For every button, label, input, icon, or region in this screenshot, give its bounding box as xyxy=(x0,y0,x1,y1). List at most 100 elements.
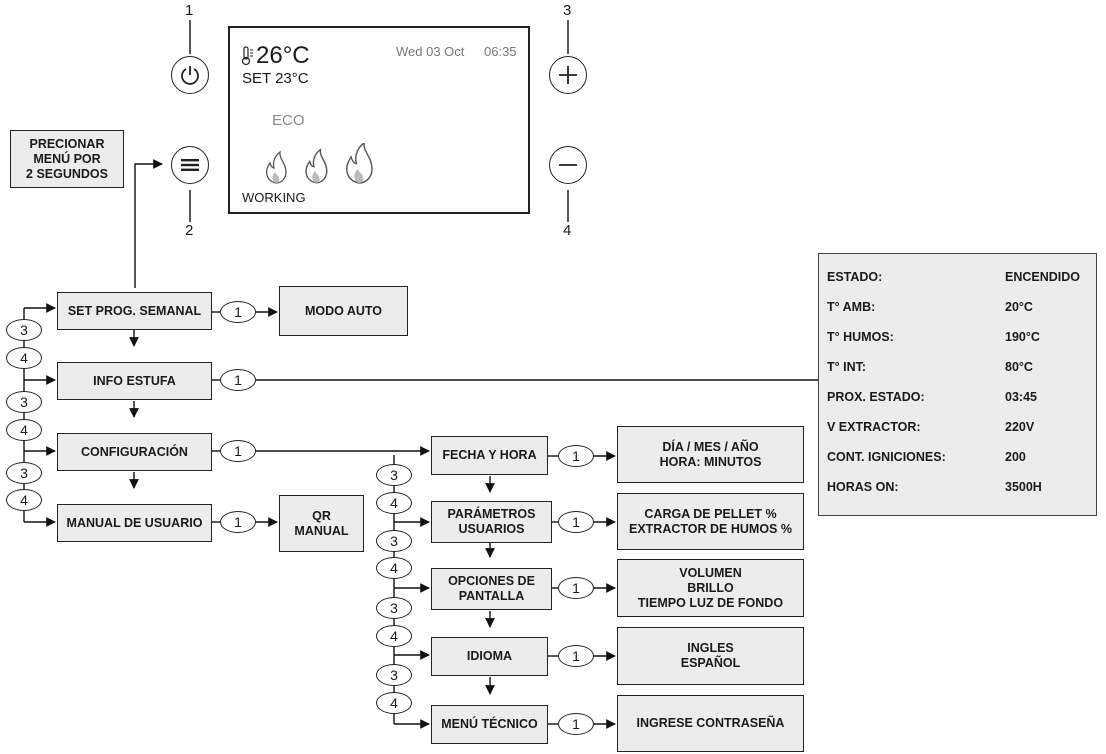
step-up-oval: 3 xyxy=(6,462,42,484)
callout-power: 1 xyxy=(185,2,194,19)
menu-label: PANTALLA xyxy=(458,589,525,603)
power-icon xyxy=(181,66,199,85)
note-line: 2 SEGUNDOS xyxy=(26,166,108,181)
flame-level xyxy=(265,143,373,184)
info-value: 190°C xyxy=(1005,330,1040,344)
step-down-oval: 4 xyxy=(376,492,412,514)
menu-label: PARÁMETROS xyxy=(447,507,536,521)
menu-label: SET PROG. SEMANAL xyxy=(67,303,202,318)
info-key: PROX. ESTADO: xyxy=(827,390,925,404)
detail-line: TIEMPO LUZ DE FONDO xyxy=(637,595,784,610)
menu-info-estufa[interactable]: INFO ESTUFA xyxy=(57,362,212,400)
step-enter-oval: 1 xyxy=(220,440,256,462)
step-up-oval: 3 xyxy=(376,597,412,619)
info-value: 20°C xyxy=(1005,300,1033,314)
menu-fecha-hora[interactable]: FECHA Y HORA xyxy=(431,436,548,475)
step-enter-oval: 1 xyxy=(220,301,256,323)
flame-icon xyxy=(305,148,328,184)
detail-line: DÍA / MES / AÑO xyxy=(662,439,759,454)
step-up-oval: 3 xyxy=(6,319,42,341)
detail-line: BRILLO xyxy=(687,580,734,595)
info-key: T° HUMOS: xyxy=(827,330,894,344)
detail-line: VOLUMEN xyxy=(679,565,742,580)
flame-icon xyxy=(265,150,287,184)
step-down-oval: 4 xyxy=(6,347,42,369)
detail-line: ESPAÑOL xyxy=(680,656,741,670)
info-value: 80°C xyxy=(1005,360,1033,374)
hamburger-icon xyxy=(181,159,199,171)
modo-auto-box: MODO AUTO xyxy=(279,286,408,336)
step-down-oval: 4 xyxy=(6,419,42,441)
step-down-oval: 4 xyxy=(376,625,412,647)
detail-line: INGLES xyxy=(687,641,734,655)
mode-label: ECO xyxy=(272,112,305,129)
minus-icon xyxy=(559,164,577,166)
time-label: 06:35 xyxy=(484,44,517,59)
menu-opciones-pantalla[interactable]: OPCIONES DE PANTALLA xyxy=(431,568,552,610)
info-key: CONT. IGNICIONES: xyxy=(827,450,946,464)
step-up-oval: 3 xyxy=(376,530,412,552)
date-label: Wed 03 Oct xyxy=(396,44,465,59)
step-down-oval: 4 xyxy=(6,489,42,511)
info-key: HORAS ON: xyxy=(827,480,899,494)
menu-label: CONFIGURACIÓN xyxy=(81,444,188,459)
step-enter-oval: 1 xyxy=(558,713,594,735)
detail-line: QR xyxy=(312,508,331,523)
detail-line: CARGA DE PELLET % xyxy=(644,506,777,521)
callout-plus: 3 xyxy=(563,2,572,19)
plus-icon xyxy=(559,66,577,84)
menu-label: FECHA Y HORA xyxy=(442,448,537,462)
step-up-oval: 3 xyxy=(376,464,412,486)
note-line: MENÚ POR xyxy=(33,151,101,166)
info-value: 3500H xyxy=(1005,480,1042,494)
detail-line: INGRESE CONTRASEÑA xyxy=(636,716,785,730)
callout-menu: 2 xyxy=(185,222,194,239)
menu-manual-usuario[interactable]: MANUAL DE USUARIO xyxy=(57,504,212,542)
detail-line: EXTRACTOR DE HUMOS % xyxy=(629,521,792,536)
step-enter-oval: 1 xyxy=(558,445,594,467)
fecha-hora-detail: DÍA / MES / AÑO HORA: MINUTOS xyxy=(617,426,804,483)
note-line: PRECIONAR xyxy=(29,136,105,151)
status-label: WORKING xyxy=(242,190,306,205)
minus-button[interactable] xyxy=(549,146,587,184)
parametros-detail: CARGA DE PELLET % EXTRACTOR DE HUMOS % xyxy=(617,493,804,550)
power-button[interactable] xyxy=(171,56,209,94)
plus-button[interactable] xyxy=(549,56,587,94)
callout-minus: 4 xyxy=(563,222,572,239)
menu-label: MENÚ TÉCNICO xyxy=(441,717,538,731)
stove-info-panel: ESTADO:ENCENDIDO T° AMB:20°C T° HUMOS:19… xyxy=(818,253,1097,516)
flame-icon xyxy=(346,143,373,184)
menu-configuracion[interactable]: CONFIGURACIÓN xyxy=(57,433,212,471)
step-enter-oval: 1 xyxy=(220,511,256,533)
info-value: 200 xyxy=(1005,450,1026,464)
info-key: V EXTRACTOR: xyxy=(827,420,921,434)
menu-button[interactable] xyxy=(171,146,209,184)
press-menu-note: PRECIONAR MENÚ POR 2 SEGUNDOS xyxy=(10,130,124,188)
thermometer-icon xyxy=(242,46,253,66)
step-enter-oval: 1 xyxy=(220,369,256,391)
info-key: T° INT: xyxy=(827,360,867,374)
step-up-oval: 3 xyxy=(376,664,412,686)
info-value: 220V xyxy=(1005,420,1035,434)
step-down-oval: 4 xyxy=(376,557,412,579)
step-enter-oval: 1 xyxy=(558,645,594,667)
step-up-oval: 3 xyxy=(6,391,42,413)
menu-idioma[interactable]: IDIOMA xyxy=(431,637,548,676)
step-enter-oval: 1 xyxy=(558,511,594,533)
menu-label: IDIOMA xyxy=(466,649,513,663)
menu-parametros-usuarios[interactable]: PARÁMETROS USUARIOS xyxy=(431,501,552,543)
current-temperature: 26°C xyxy=(256,42,310,69)
detail-label: MODO AUTO xyxy=(304,303,383,318)
menu-tecnico-detail: INGRESE CONTRASEÑA xyxy=(617,695,804,752)
menu-label: USUARIOS xyxy=(458,522,525,536)
info-key: ESTADO: xyxy=(827,270,883,284)
info-value: 03:45 xyxy=(1005,390,1037,404)
set-point: SET 23°C xyxy=(242,70,309,87)
idioma-detail: INGLES ESPAÑOL xyxy=(617,627,804,685)
info-key: T° AMB: xyxy=(827,300,876,314)
menu-set-prog-semanal[interactable]: SET PROG. SEMANAL xyxy=(57,292,212,330)
menu-menu-tecnico[interactable]: MENÚ TÉCNICO xyxy=(431,705,548,744)
pantalla-detail: VOLUMEN BRILLO TIEMPO LUZ DE FONDO xyxy=(617,559,804,617)
detail-line: HORA: MINUTOS xyxy=(659,454,762,469)
step-enter-oval: 1 xyxy=(558,577,594,599)
